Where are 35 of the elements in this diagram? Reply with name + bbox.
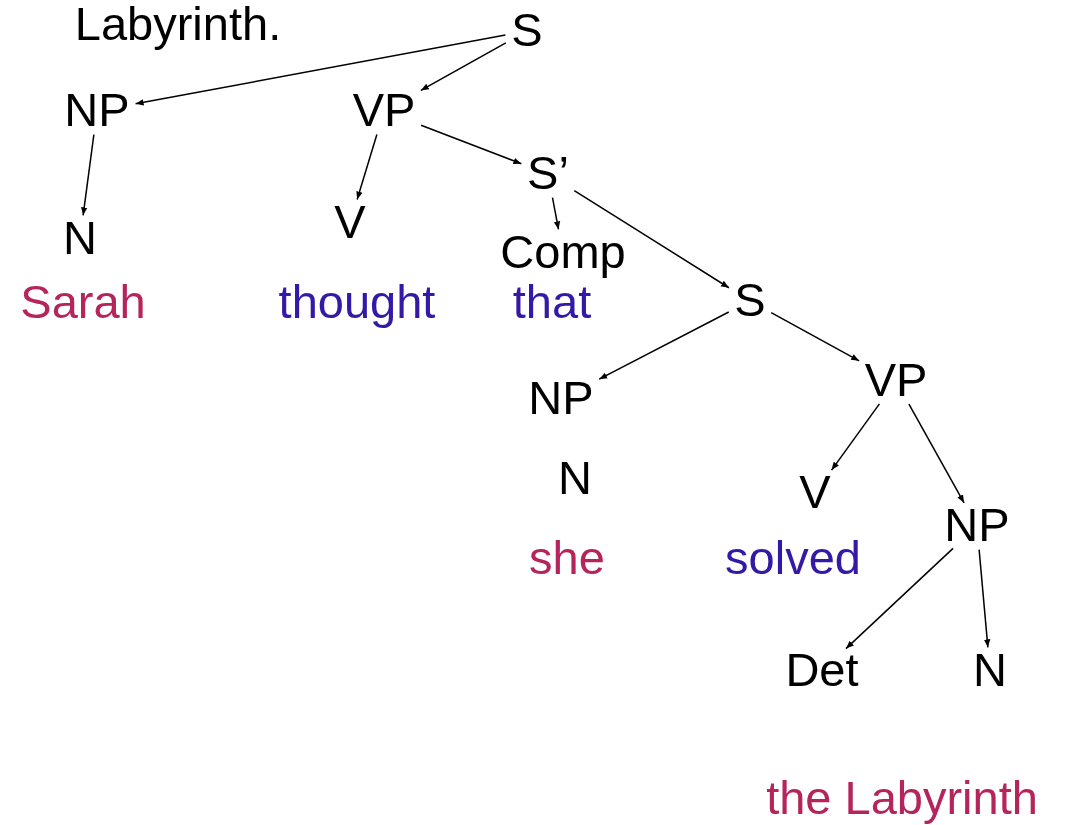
category-label: NP bbox=[526, 373, 596, 423]
arrow bbox=[134, 34, 507, 106]
category-label: S bbox=[732, 275, 768, 325]
category-label: NP bbox=[62, 85, 132, 135]
category-label: S’ bbox=[525, 148, 571, 198]
category-label: S bbox=[509, 5, 545, 55]
word: the Labyrinth bbox=[766, 773, 1038, 823]
arrow bbox=[770, 311, 860, 362]
category-label: VP bbox=[350, 85, 418, 135]
category-label: V bbox=[332, 197, 368, 247]
category-label: N bbox=[971, 645, 1009, 695]
arrow bbox=[551, 196, 561, 231]
word: Sarah bbox=[20, 277, 146, 327]
arrow bbox=[81, 133, 95, 217]
category-label: V bbox=[797, 467, 833, 517]
word: that bbox=[512, 277, 592, 327]
category-label: VP bbox=[862, 355, 930, 405]
arrow bbox=[830, 403, 881, 471]
category-label: N bbox=[61, 213, 99, 263]
arrow bbox=[845, 547, 954, 650]
category-label: Det bbox=[783, 645, 861, 695]
arrow bbox=[356, 133, 378, 201]
arrow bbox=[598, 311, 730, 380]
arrow bbox=[573, 189, 730, 289]
arrow bbox=[420, 124, 523, 165]
category-label: Comp bbox=[498, 227, 628, 277]
word: she bbox=[529, 533, 605, 583]
arrow bbox=[420, 42, 507, 92]
arrow bbox=[978, 548, 991, 649]
word: solved bbox=[725, 533, 861, 583]
category-label: N bbox=[556, 453, 594, 503]
category-label: NP bbox=[942, 500, 1012, 550]
word: thought bbox=[278, 277, 436, 327]
arrow bbox=[908, 403, 965, 504]
heading-text: Labyrinth. bbox=[74, 0, 282, 49]
